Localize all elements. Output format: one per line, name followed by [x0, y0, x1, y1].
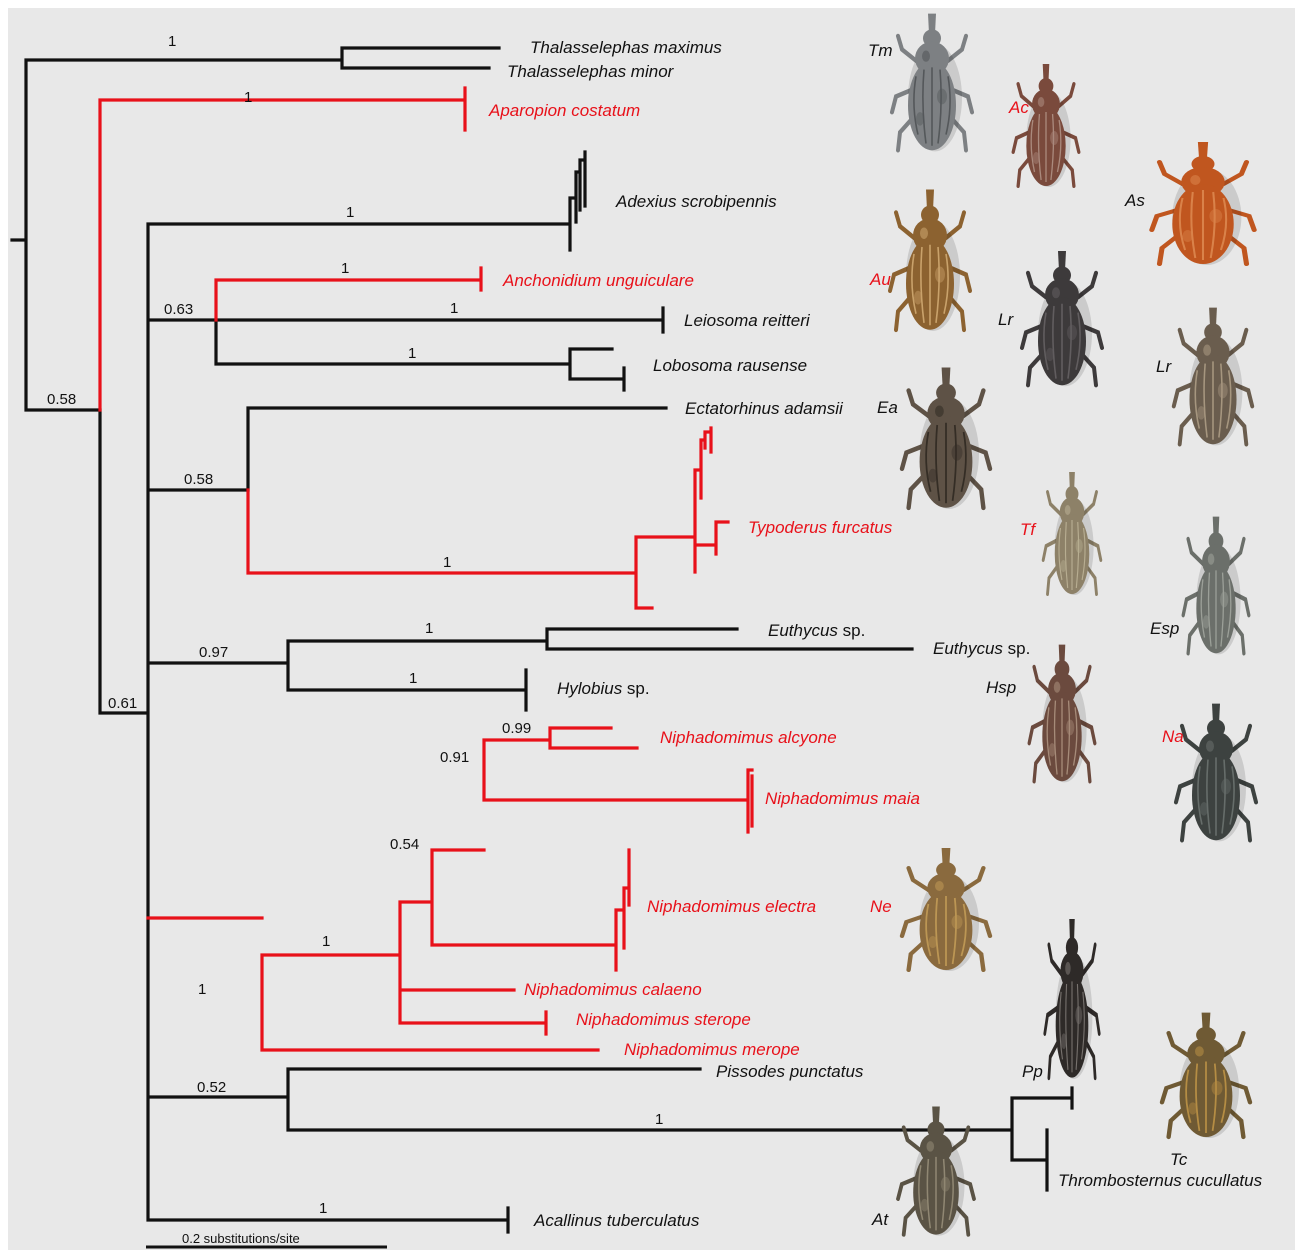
- support-value: 0.58: [184, 471, 213, 488]
- support-value: 1: [346, 204, 354, 221]
- support-value: 0.91: [440, 749, 469, 766]
- specimen-abbr: Pp: [1022, 1062, 1043, 1081]
- taxon-label: Hylobius sp.: [557, 679, 650, 698]
- taxon-label: Niphadomimus merope: [624, 1040, 800, 1059]
- taxon-label: Adexius scrobipennis: [615, 192, 777, 211]
- specimen-abbr: Ac: [1008, 98, 1029, 117]
- specimen-abbr: Ne: [870, 897, 892, 916]
- support-value: 0.61: [108, 695, 137, 712]
- taxon-label: Ectatorhinus adamsii: [685, 399, 844, 418]
- taxon-label: Aparopion costatum: [488, 101, 640, 120]
- taxon-label: Thalasselephas minor: [507, 62, 675, 81]
- support-value: 0.54: [390, 836, 419, 853]
- specimen-abbr: At: [871, 1210, 889, 1229]
- specimen-abbr: Au: [869, 270, 891, 289]
- taxon-label: Niphadomimus maia: [765, 789, 920, 808]
- support-value: 0.97: [199, 644, 228, 661]
- support-value: 1: [341, 260, 349, 277]
- support-value: 0.63: [164, 301, 193, 318]
- support-value: 1: [319, 1200, 327, 1217]
- specimen-abbr: Lr: [1156, 357, 1172, 376]
- taxon-label: Niphadomimus electra: [647, 897, 816, 916]
- support-value: 0.58: [47, 391, 76, 408]
- support-value: 1: [322, 933, 330, 950]
- taxon-label: Pissodes punctatus: [716, 1062, 864, 1081]
- specimen-abbr: As: [1124, 191, 1145, 210]
- support-value: 1: [168, 33, 176, 50]
- support-value: 0.52: [197, 1079, 226, 1096]
- support-value: 1: [198, 981, 206, 998]
- taxon-label: Lobosoma rausense: [653, 356, 807, 375]
- support-value: 1: [409, 670, 417, 687]
- support-value: 1: [450, 300, 458, 317]
- taxon-label: Niphadomimus sterope: [576, 1010, 751, 1029]
- scale-bar-label: 0.2 substitutions/site: [182, 1231, 300, 1246]
- taxon-label: Euthycus sp.: [768, 621, 865, 640]
- specimen-abbr: Lr: [998, 310, 1014, 329]
- specimen-abbr: Tm: [868, 41, 893, 60]
- support-value: 1: [655, 1111, 663, 1128]
- taxon-label: Niphadomimus alcyone: [660, 728, 837, 747]
- support-value: 1: [244, 89, 252, 106]
- taxon-label: Thalasselephas maximus: [530, 38, 722, 57]
- specimen-abbr: Na: [1162, 727, 1184, 746]
- support-value: 1: [443, 554, 451, 571]
- taxon-label: Thrombosternus cucullatus: [1058, 1171, 1263, 1190]
- taxon-label: Niphadomimus calaeno: [524, 980, 702, 999]
- taxon-label: Euthycus sp.: [933, 639, 1030, 658]
- specimen-abbr: Tf: [1020, 520, 1037, 539]
- support-value: 0.99: [502, 720, 531, 737]
- support-value: 1: [425, 620, 433, 637]
- specimen-abbr: Hsp: [986, 678, 1016, 697]
- taxon-label: Anchonidium unguiculare: [502, 271, 694, 290]
- support-value: 1: [408, 345, 416, 362]
- taxon-label: Leiosoma reitteri: [684, 311, 811, 330]
- specimen-abbr: Esp: [1150, 619, 1179, 638]
- taxon-label: Acallinus tuberculatus: [533, 1211, 700, 1230]
- specimen-abbr: Tc: [1170, 1150, 1188, 1169]
- specimen-abbr: Ea: [877, 398, 898, 417]
- taxon-label: Typoderus furcatus: [748, 518, 893, 537]
